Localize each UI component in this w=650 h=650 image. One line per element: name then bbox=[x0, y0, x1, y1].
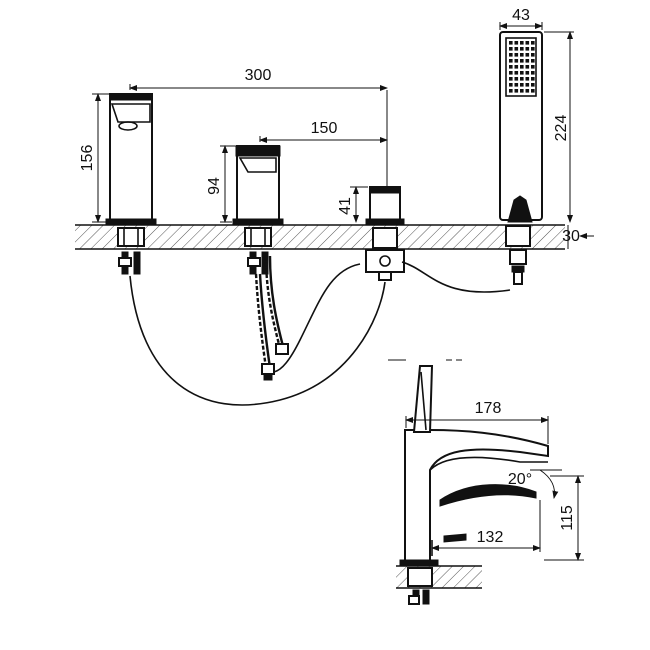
nozzle-dot bbox=[514, 77, 519, 81]
nozzle-dot bbox=[509, 53, 513, 57]
nozzle-dot bbox=[531, 41, 535, 45]
dim-20-degrees: 20° bbox=[508, 471, 532, 488]
nozzle-dot bbox=[520, 53, 524, 57]
nozzle-dot bbox=[531, 59, 535, 63]
dim-156: 156 bbox=[79, 145, 96, 172]
dim-224: 224 bbox=[553, 115, 570, 142]
dimension-spout-reach: 178 bbox=[405, 400, 549, 444]
nozzle-dot bbox=[520, 77, 524, 81]
nozzle-dot bbox=[514, 47, 519, 51]
dim-150: 150 bbox=[311, 120, 338, 137]
nozzle-dot bbox=[509, 83, 513, 87]
nozzle-dot bbox=[509, 47, 513, 51]
dim-43: 43 bbox=[512, 7, 530, 24]
nozzle-dot bbox=[525, 71, 530, 75]
nozzle-dot bbox=[509, 71, 513, 75]
dimension-deck-thickness: 30 bbox=[562, 225, 594, 249]
nozzle-dot bbox=[525, 77, 530, 81]
nozzle-dot bbox=[520, 59, 524, 63]
dim-132: 132 bbox=[477, 529, 504, 546]
dimension-spout-height: 156 bbox=[79, 93, 110, 223]
nozzle-dot bbox=[531, 77, 535, 81]
dim-115: 115 bbox=[559, 505, 576, 531]
nozzle-dot bbox=[509, 89, 513, 93]
dim-178: 178 bbox=[475, 400, 502, 417]
nozzle-dot bbox=[531, 83, 535, 87]
nozzle-dot bbox=[525, 65, 530, 69]
nozzle-dot bbox=[520, 47, 524, 51]
nozzle-dot bbox=[525, 59, 530, 63]
dim-41: 41 bbox=[337, 197, 354, 215]
dim-300: 300 bbox=[245, 67, 272, 84]
nozzle-dot bbox=[531, 89, 535, 93]
handshower bbox=[499, 31, 543, 285]
dimension-handshower-height: 224 bbox=[544, 31, 574, 223]
dimension-diverter-height: 41 bbox=[337, 186, 368, 223]
dimension-handshower-width: 43 bbox=[499, 7, 543, 30]
side-view-spout bbox=[388, 359, 549, 605]
shower-nozzle-grid bbox=[509, 41, 535, 93]
nozzle-dot bbox=[520, 83, 524, 87]
nozzle-dot bbox=[514, 41, 519, 45]
nozzle-dot bbox=[525, 83, 530, 87]
nozzle-dot bbox=[514, 59, 519, 63]
nozzle-dot bbox=[514, 71, 519, 75]
nozzle-dot bbox=[525, 47, 530, 51]
dimension-spout-depth: 132 bbox=[431, 500, 541, 552]
mixer-valve bbox=[232, 145, 284, 275]
nozzle-dot bbox=[509, 41, 513, 45]
diverter bbox=[365, 186, 405, 281]
nozzle-dot bbox=[520, 71, 524, 75]
nozzle-dot bbox=[520, 41, 524, 45]
nozzle-dot bbox=[531, 65, 535, 69]
nozzle-dot bbox=[520, 89, 524, 93]
nozzle-dot bbox=[525, 89, 530, 93]
nozzle-dot bbox=[514, 89, 519, 93]
dimension-spacing-150: 150 bbox=[259, 120, 388, 143]
dim-94: 94 bbox=[206, 177, 223, 195]
nozzle-dot bbox=[525, 53, 530, 57]
nozzle-dot bbox=[514, 83, 519, 87]
nozzle-dot bbox=[509, 65, 513, 69]
nozzle-dot bbox=[525, 41, 530, 45]
nozzle-dot bbox=[531, 71, 535, 75]
dimension-valve-height: 94 bbox=[206, 145, 236, 223]
dim-30: 30 bbox=[562, 228, 580, 245]
nozzle-dot bbox=[514, 65, 519, 69]
dimension-outlet-height: 115 bbox=[544, 475, 584, 561]
nozzle-dot bbox=[514, 53, 519, 57]
bath-spout bbox=[105, 93, 157, 275]
nozzle-dot bbox=[509, 77, 513, 81]
nozzle-dot bbox=[531, 47, 535, 51]
nozzle-dot bbox=[520, 65, 524, 69]
dimension-spout-angle: 20° bbox=[508, 469, 562, 499]
deck-section bbox=[75, 224, 565, 250]
nozzle-dot bbox=[531, 53, 535, 57]
shower-hose bbox=[129, 261, 511, 406]
nozzle-dot bbox=[509, 59, 513, 63]
supply-hoses bbox=[254, 255, 289, 381]
